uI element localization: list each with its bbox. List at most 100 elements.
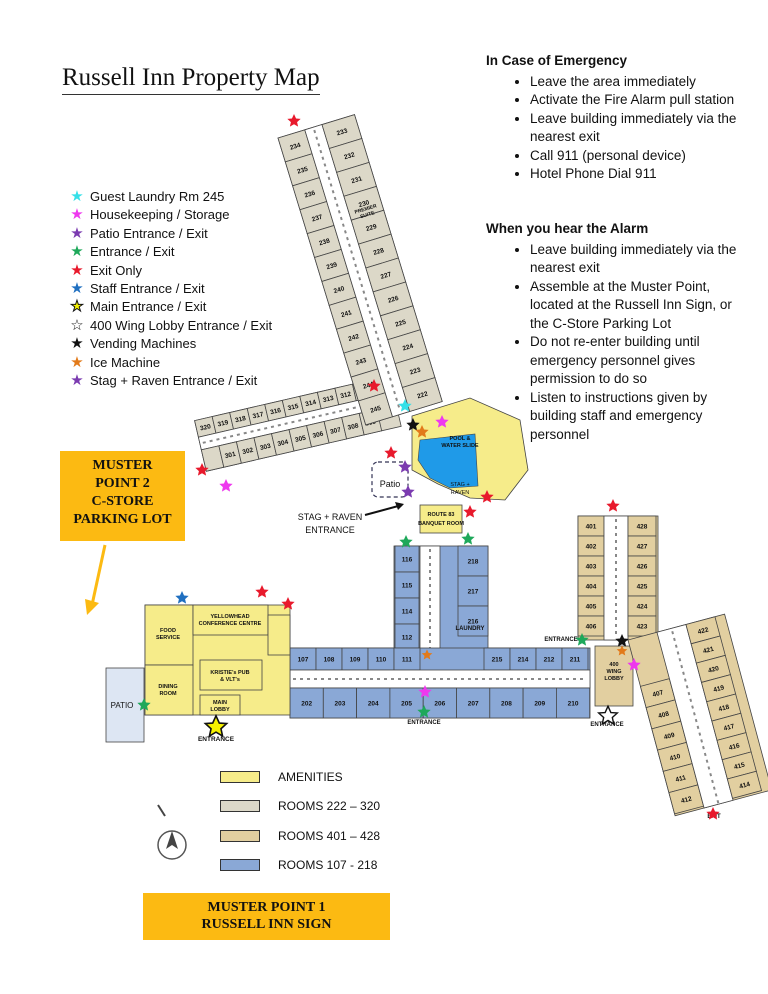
corridor-dash <box>615 617 617 620</box>
corridor-dash <box>325 412 329 416</box>
corridor-dash <box>364 297 368 301</box>
corridor-dash <box>350 250 353 254</box>
room-label: 224 <box>402 343 415 353</box>
room-label: 204 <box>368 701 379 708</box>
corridor-dash <box>323 163 327 167</box>
corridor-dash <box>440 678 443 680</box>
corridor-dash <box>615 554 617 557</box>
room-label: 317 <box>252 411 265 420</box>
corridor-dash <box>389 377 392 381</box>
corridor-dash <box>393 390 396 395</box>
stag-raven-label: STAG + <box>450 482 469 488</box>
muster-arrow <box>90 544 107 606</box>
room-label: 238 <box>318 237 331 247</box>
corridor-dash <box>236 433 241 436</box>
room-label: ROUTE 83 <box>428 512 455 518</box>
room-label: 222 <box>416 390 429 400</box>
key-item: ROOMS 222 – 320 <box>220 792 380 822</box>
room-label: 223 <box>409 367 422 377</box>
board-room <box>267 614 291 656</box>
corridor-dash <box>538 678 541 680</box>
yellowhead <box>192 604 269 636</box>
corridor-dash <box>366 303 370 308</box>
room-label: 109 <box>350 657 361 664</box>
room-label: KRISTIE's PUB <box>210 670 249 676</box>
corridor-dash <box>615 610 617 613</box>
corridor-dash <box>202 441 206 444</box>
corridor-dash <box>696 725 700 730</box>
room <box>394 545 420 573</box>
corridor-dash <box>318 414 322 418</box>
corridor-dash <box>615 526 617 529</box>
corridor-dash <box>429 584 431 587</box>
corridor-dash <box>363 678 366 680</box>
corridor-dash <box>615 582 617 585</box>
corridor-dash <box>524 678 527 680</box>
corridor-dash <box>304 417 309 421</box>
corridor-dash <box>352 256 355 261</box>
arrow-line <box>364 504 403 516</box>
corridor-dash <box>615 540 617 543</box>
room-label: 210 <box>568 701 579 708</box>
room-label: 318 <box>235 415 248 424</box>
corridor-dash <box>284 422 288 425</box>
food-service <box>144 604 194 666</box>
room-label: FOOD <box>160 628 176 634</box>
corridor-dash <box>216 438 220 441</box>
room-label: 228 <box>373 247 386 257</box>
corridor-dash <box>270 425 275 429</box>
corridor-dash <box>429 556 431 559</box>
corridor-dash <box>341 223 345 227</box>
room-label: 304 <box>277 439 290 448</box>
legend-item: ★Staff Entrance / Exit <box>68 280 272 298</box>
stag-raven-label: RAVEN <box>451 490 470 496</box>
room-label: 108 <box>324 657 335 664</box>
room <box>457 605 489 637</box>
corridor-dash <box>339 216 343 221</box>
room-label: 418 <box>718 704 731 714</box>
corridor-dash <box>429 612 431 615</box>
room-label: 405 <box>586 604 597 611</box>
corridor-dash <box>328 678 331 680</box>
room-label: 216 <box>468 619 479 626</box>
legend-item: ★Vending Machines <box>68 335 272 353</box>
main-lobby <box>199 694 241 716</box>
room-label: 207 <box>468 701 479 708</box>
corridor-dash <box>429 577 431 580</box>
corridor-dash <box>370 317 374 321</box>
corridor-dash <box>327 176 331 181</box>
legend-item: ★Guest Laundry Rm 245 <box>68 188 272 206</box>
room-label: 306 <box>312 431 325 440</box>
corridor-dash <box>716 800 720 804</box>
corridor-dash <box>454 678 457 680</box>
room-label: 245 <box>370 405 383 415</box>
route83-room <box>419 504 463 534</box>
room-label: 212 <box>544 657 555 664</box>
corridor-dash <box>703 752 707 757</box>
corridor-dash <box>291 420 295 424</box>
corridor-dash <box>338 409 343 413</box>
room <box>394 623 420 651</box>
corridor-dash <box>384 678 387 680</box>
corridor-dash <box>566 678 569 680</box>
room-label: 240 <box>333 285 346 295</box>
corridor-dash <box>447 678 450 680</box>
corridor-dash <box>380 350 384 355</box>
corridor-dash <box>362 290 366 294</box>
swatch <box>220 800 260 813</box>
corridor-dash <box>370 678 373 680</box>
wing-200: 2342352362372382392402412422432442452332… <box>277 114 443 426</box>
corridor-dash <box>615 561 617 564</box>
room-label: 227 <box>380 271 393 281</box>
corridor-dash <box>709 772 713 777</box>
map-layer: 3203193183173163153143133123113103013023… <box>85 114 768 860</box>
star-icon: ★ <box>70 261 84 279</box>
corridor-dash <box>352 406 357 410</box>
housekeeping-icon <box>219 479 233 492</box>
wing-400-lobby <box>594 645 634 707</box>
room-label: DINING <box>158 684 177 690</box>
room-label: 114 <box>402 609 413 616</box>
corridor-dash <box>615 547 617 550</box>
legend-item: ★Exit Only <box>68 262 272 280</box>
